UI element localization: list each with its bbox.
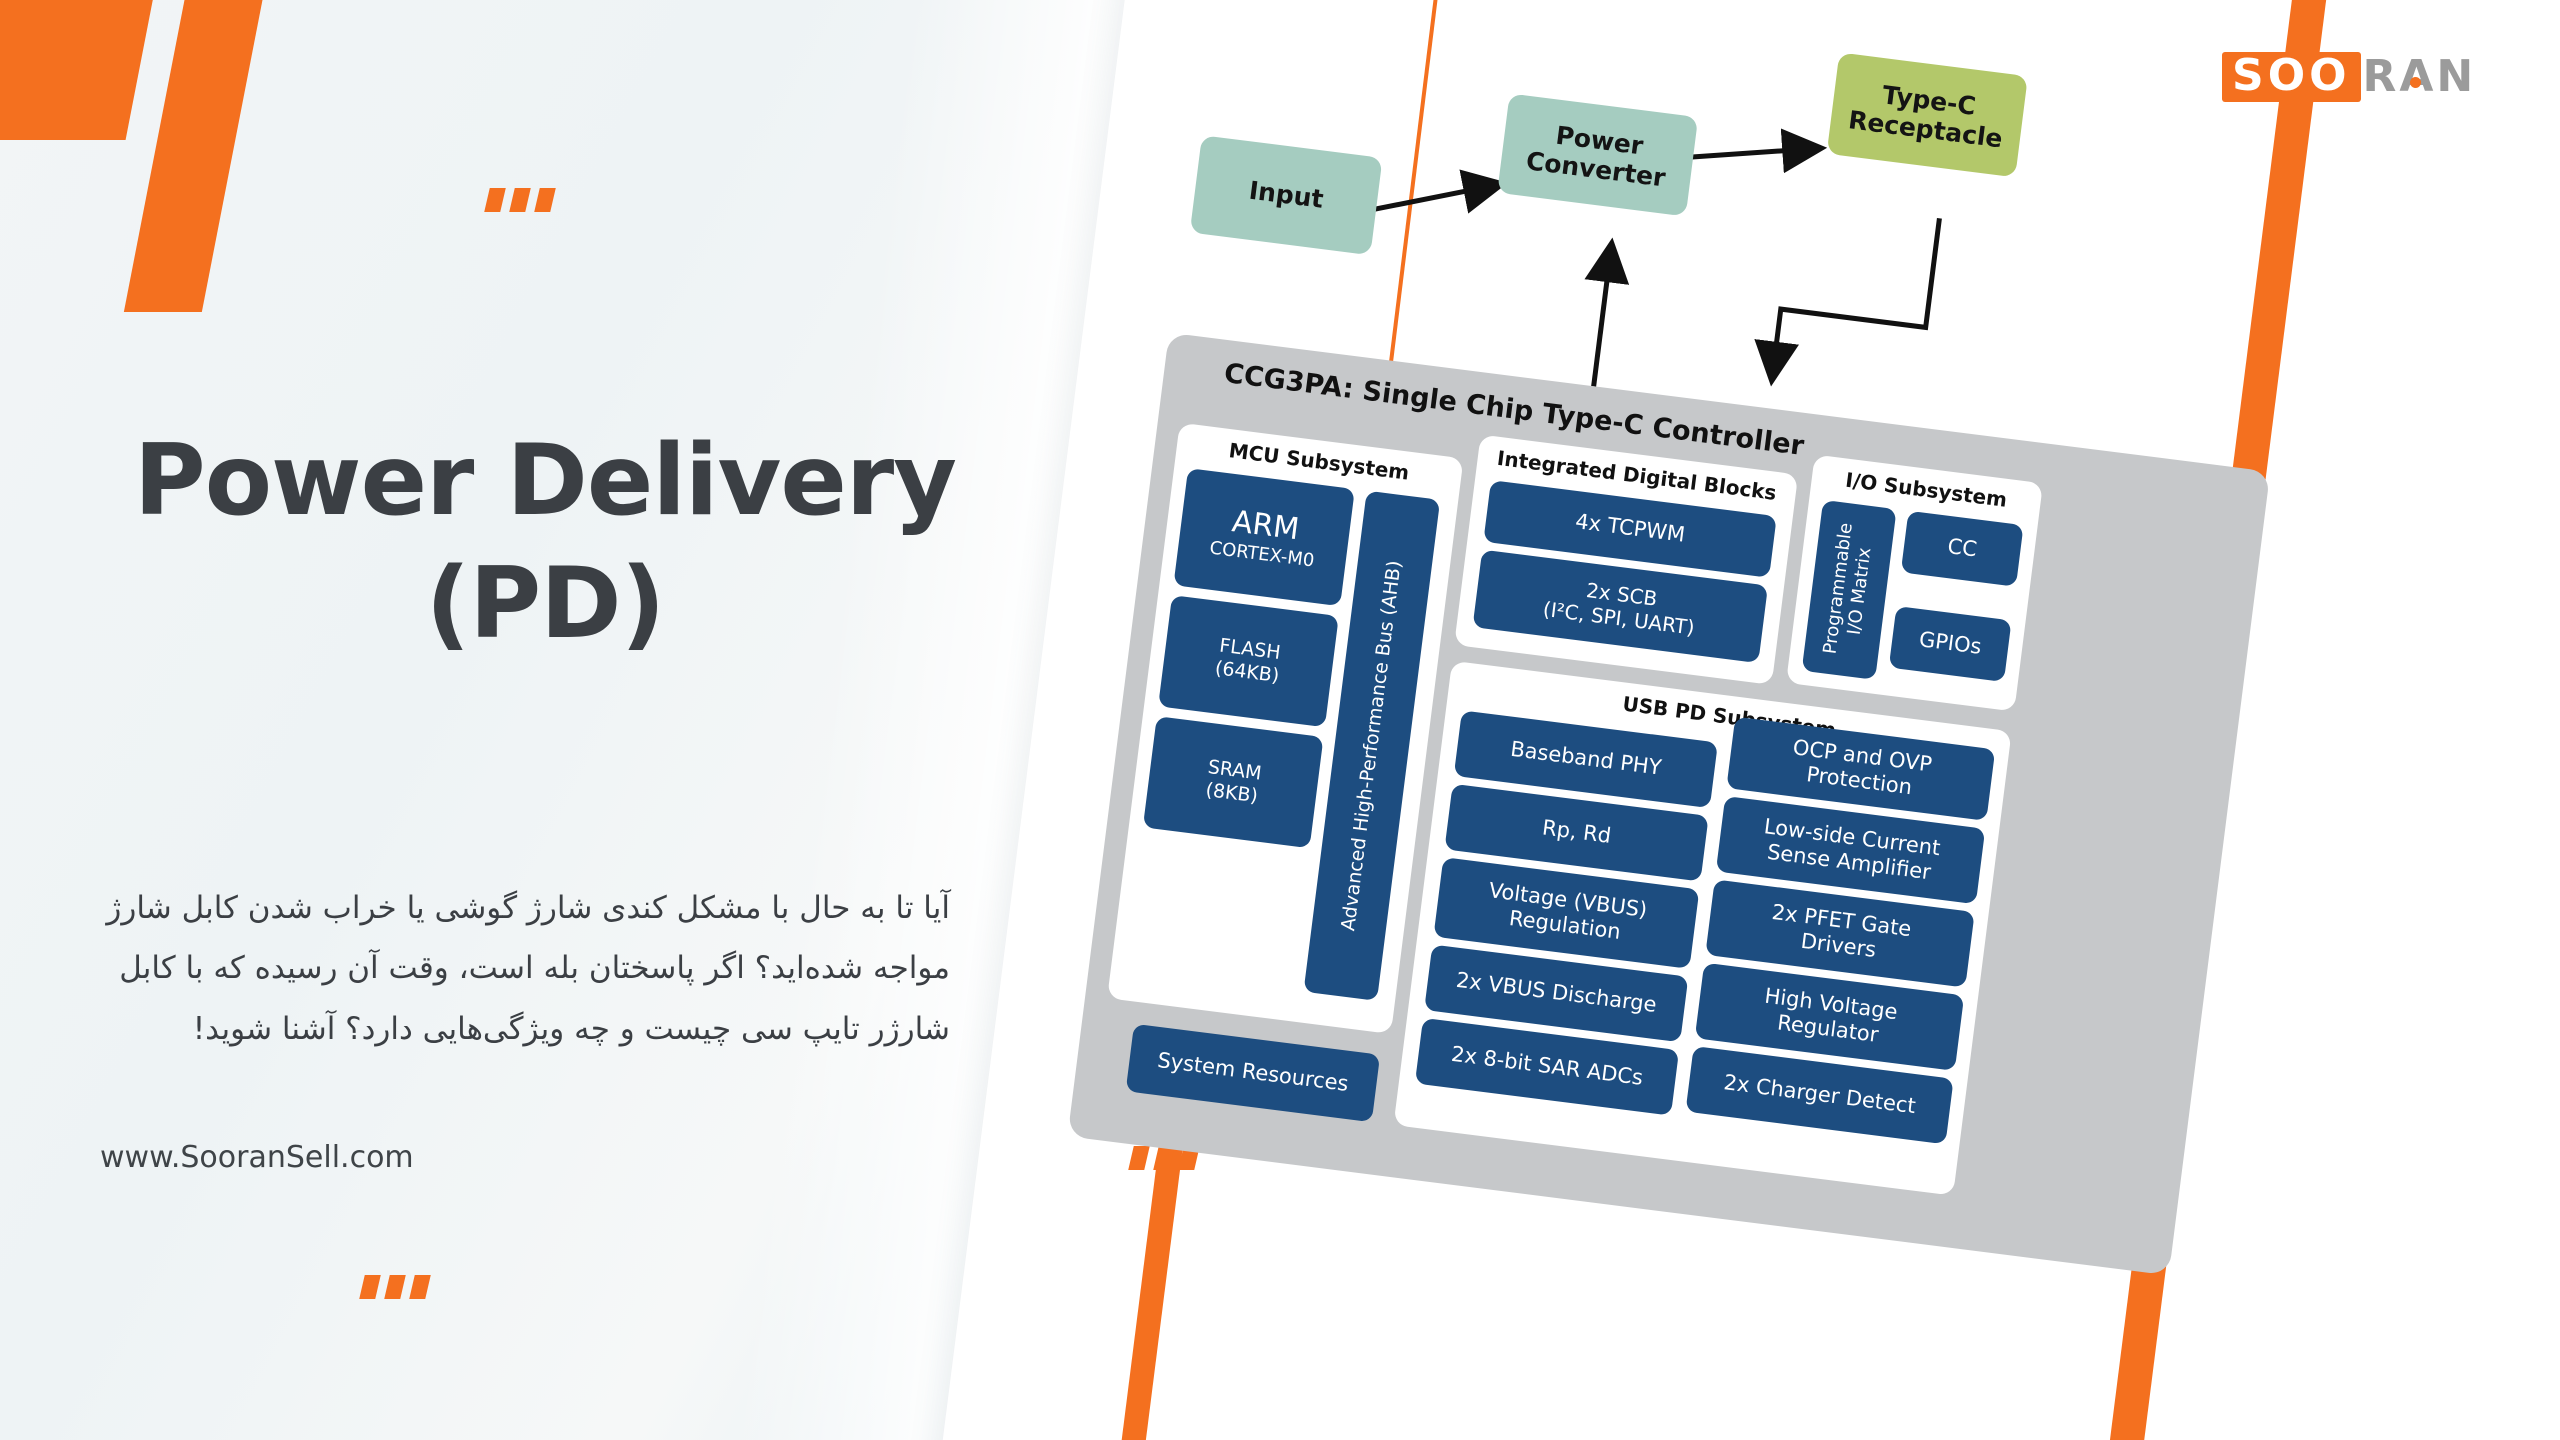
block-sram[interactable]: SRAM (8KB) — [1142, 716, 1324, 849]
diagram-arrows — [1373, 128, 1942, 387]
chip-package: CCG3PA: Single Chip Type-C Controller MC… — [1067, 332, 2271, 1276]
arrow-chip-to-converter — [1584, 237, 1630, 387]
dots-accent-bottom — [359, 1275, 431, 1299]
block-sar-adcs-label: 2x 8-bit SAR ADCs — [1449, 1042, 1645, 1091]
group-mcu-subsystem: MCU Subsystem ARM CORTEX-M0 FLASH (64KB)… — [1107, 422, 1464, 1034]
dots-accent-top — [484, 188, 556, 212]
block-flash[interactable]: FLASH (64KB) — [1158, 595, 1339, 728]
arrow-input-to-converter — [1373, 169, 1508, 214]
block-rp-rd-label: Rp, Rd — [1540, 815, 1613, 849]
block-tcpwm-label: 4x TCPWM — [1573, 509, 1687, 548]
website-url[interactable]: www.SooranSell.com — [100, 1140, 414, 1175]
block-gpios-label: GPIOs — [1917, 627, 1983, 660]
block-charger-detect-label: 2x Charger Detect — [1722, 1070, 1917, 1119]
logo-text-ran: RAN — [2362, 51, 2477, 102]
block-vbus-discharge-label: 2x VBUS Discharge — [1454, 968, 1658, 1018]
logo-dot-icon — [2409, 77, 2421, 88]
arrow-converter-to-receptacle — [1682, 128, 1828, 174]
page-title-line2: (PD) — [425, 547, 666, 662]
block-system-resources-label: System Resources — [1156, 1048, 1350, 1097]
ccg3pa-block-diagram: Input Power Converter Type-C Receptacle … — [1057, 36, 2560, 1440]
logo-text-soo: SOO — [2222, 52, 2361, 102]
block-arm-cortex-m0[interactable]: ARM CORTEX-M0 — [1173, 468, 1355, 607]
block-baseband-phy-label: Baseband PHY — [1509, 737, 1663, 781]
group-usb-pd-subsystem: USB PD Subsystem Baseband PHY Rp, Rd Vol… — [1393, 660, 2012, 1196]
block-system-resources-wide[interactable]: System Resources — [1125, 1023, 1381, 1123]
node-input-label: Input — [1247, 175, 1326, 215]
page-title-line1: Power Delivery — [133, 424, 957, 538]
group-integrated-digital-blocks: Integrated Digital Blocks 4x TCPWM 2x SC… — [1454, 434, 1799, 685]
block-gpios[interactable]: GPIOs — [1888, 605, 2012, 682]
block-ahb-bus-label: Advanced High-Performance Bus (AHB) — [1337, 559, 1406, 933]
block-cc[interactable]: CC — [1900, 510, 2024, 587]
sooran-logo[interactable]: SOO RAN — [2222, 52, 2476, 102]
page-title: Power Delivery (PD) — [95, 420, 995, 667]
block-cc-label: CC — [1946, 534, 1979, 562]
arrow-receptacle-to-chip — [1754, 217, 1942, 387]
intro-paragraph: آیا تا به حال با مشکل کندی شارژ گوشی یا … — [106, 890, 950, 1047]
